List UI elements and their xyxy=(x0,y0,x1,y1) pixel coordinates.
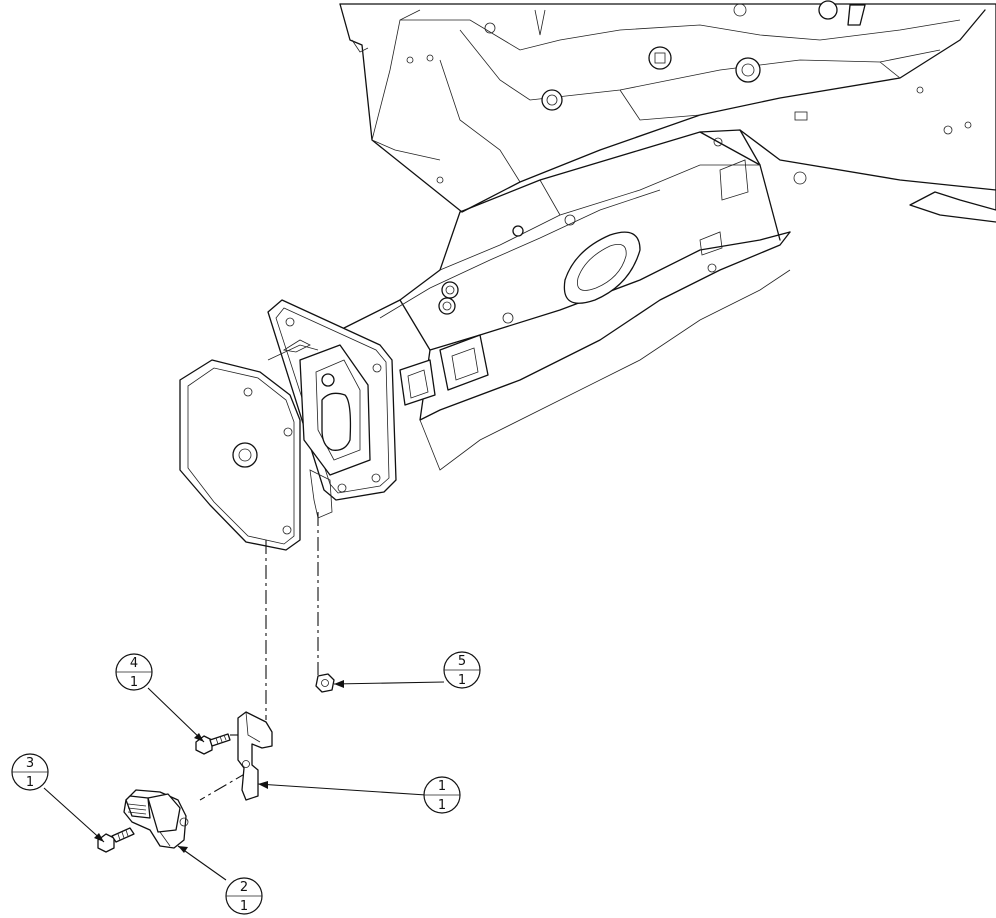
sensor-housing-part-2 xyxy=(123,789,189,849)
bracket-part-1 xyxy=(237,711,273,801)
balloon-quantity: 1 xyxy=(458,673,466,688)
balloon-item-number: 3 xyxy=(26,756,34,771)
balloon-item-4: 4 1 xyxy=(115,653,153,691)
nut-part-5 xyxy=(315,673,335,693)
balloon-quantity: 1 xyxy=(26,775,34,790)
balloon-item-number: 5 xyxy=(458,654,466,669)
vehicle-underbody-frame xyxy=(179,0,996,551)
balloon-item-5: 5 1 xyxy=(443,651,481,689)
assembly-projection-lines xyxy=(199,512,319,801)
balloon-item-number: 1 xyxy=(438,779,446,794)
bolt-part-4 xyxy=(195,733,231,755)
leader-lines xyxy=(43,680,445,881)
balloon-quantity: 1 xyxy=(438,798,446,813)
balloon-item-3: 3 1 xyxy=(11,753,49,791)
balloon-item-2: 2 1 xyxy=(225,877,263,915)
bolt-part-3 xyxy=(97,827,135,853)
balloon-quantity: 1 xyxy=(130,675,138,690)
balloon-item-number: 2 xyxy=(240,880,248,895)
balloon-item-number: 4 xyxy=(130,656,138,671)
balloon-item-1: 1 1 xyxy=(423,776,461,814)
balloon-quantity: 1 xyxy=(240,899,248,914)
